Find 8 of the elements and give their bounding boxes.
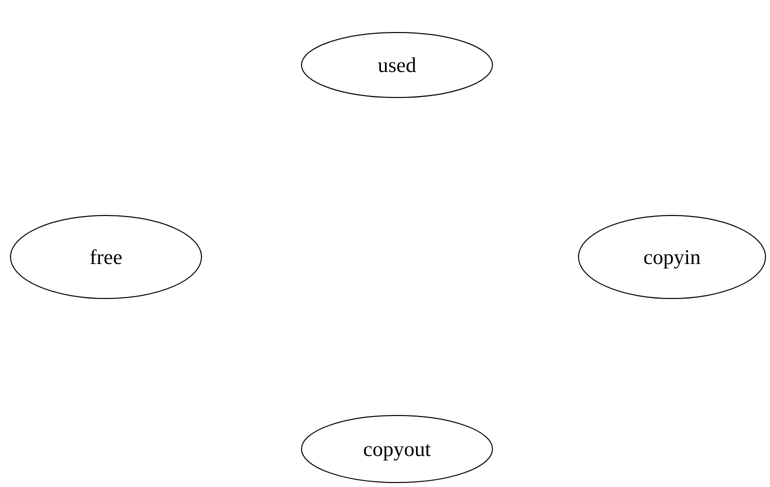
state-ellipse <box>578 215 766 299</box>
state-label: free <box>90 244 122 270</box>
state-ellipse <box>301 32 493 98</box>
state-ellipse <box>10 215 202 299</box>
state-label: copyout <box>363 436 431 462</box>
state-ellipse <box>301 415 493 483</box>
state-label: used <box>378 52 416 78</box>
state-label: copyin <box>643 244 701 270</box>
